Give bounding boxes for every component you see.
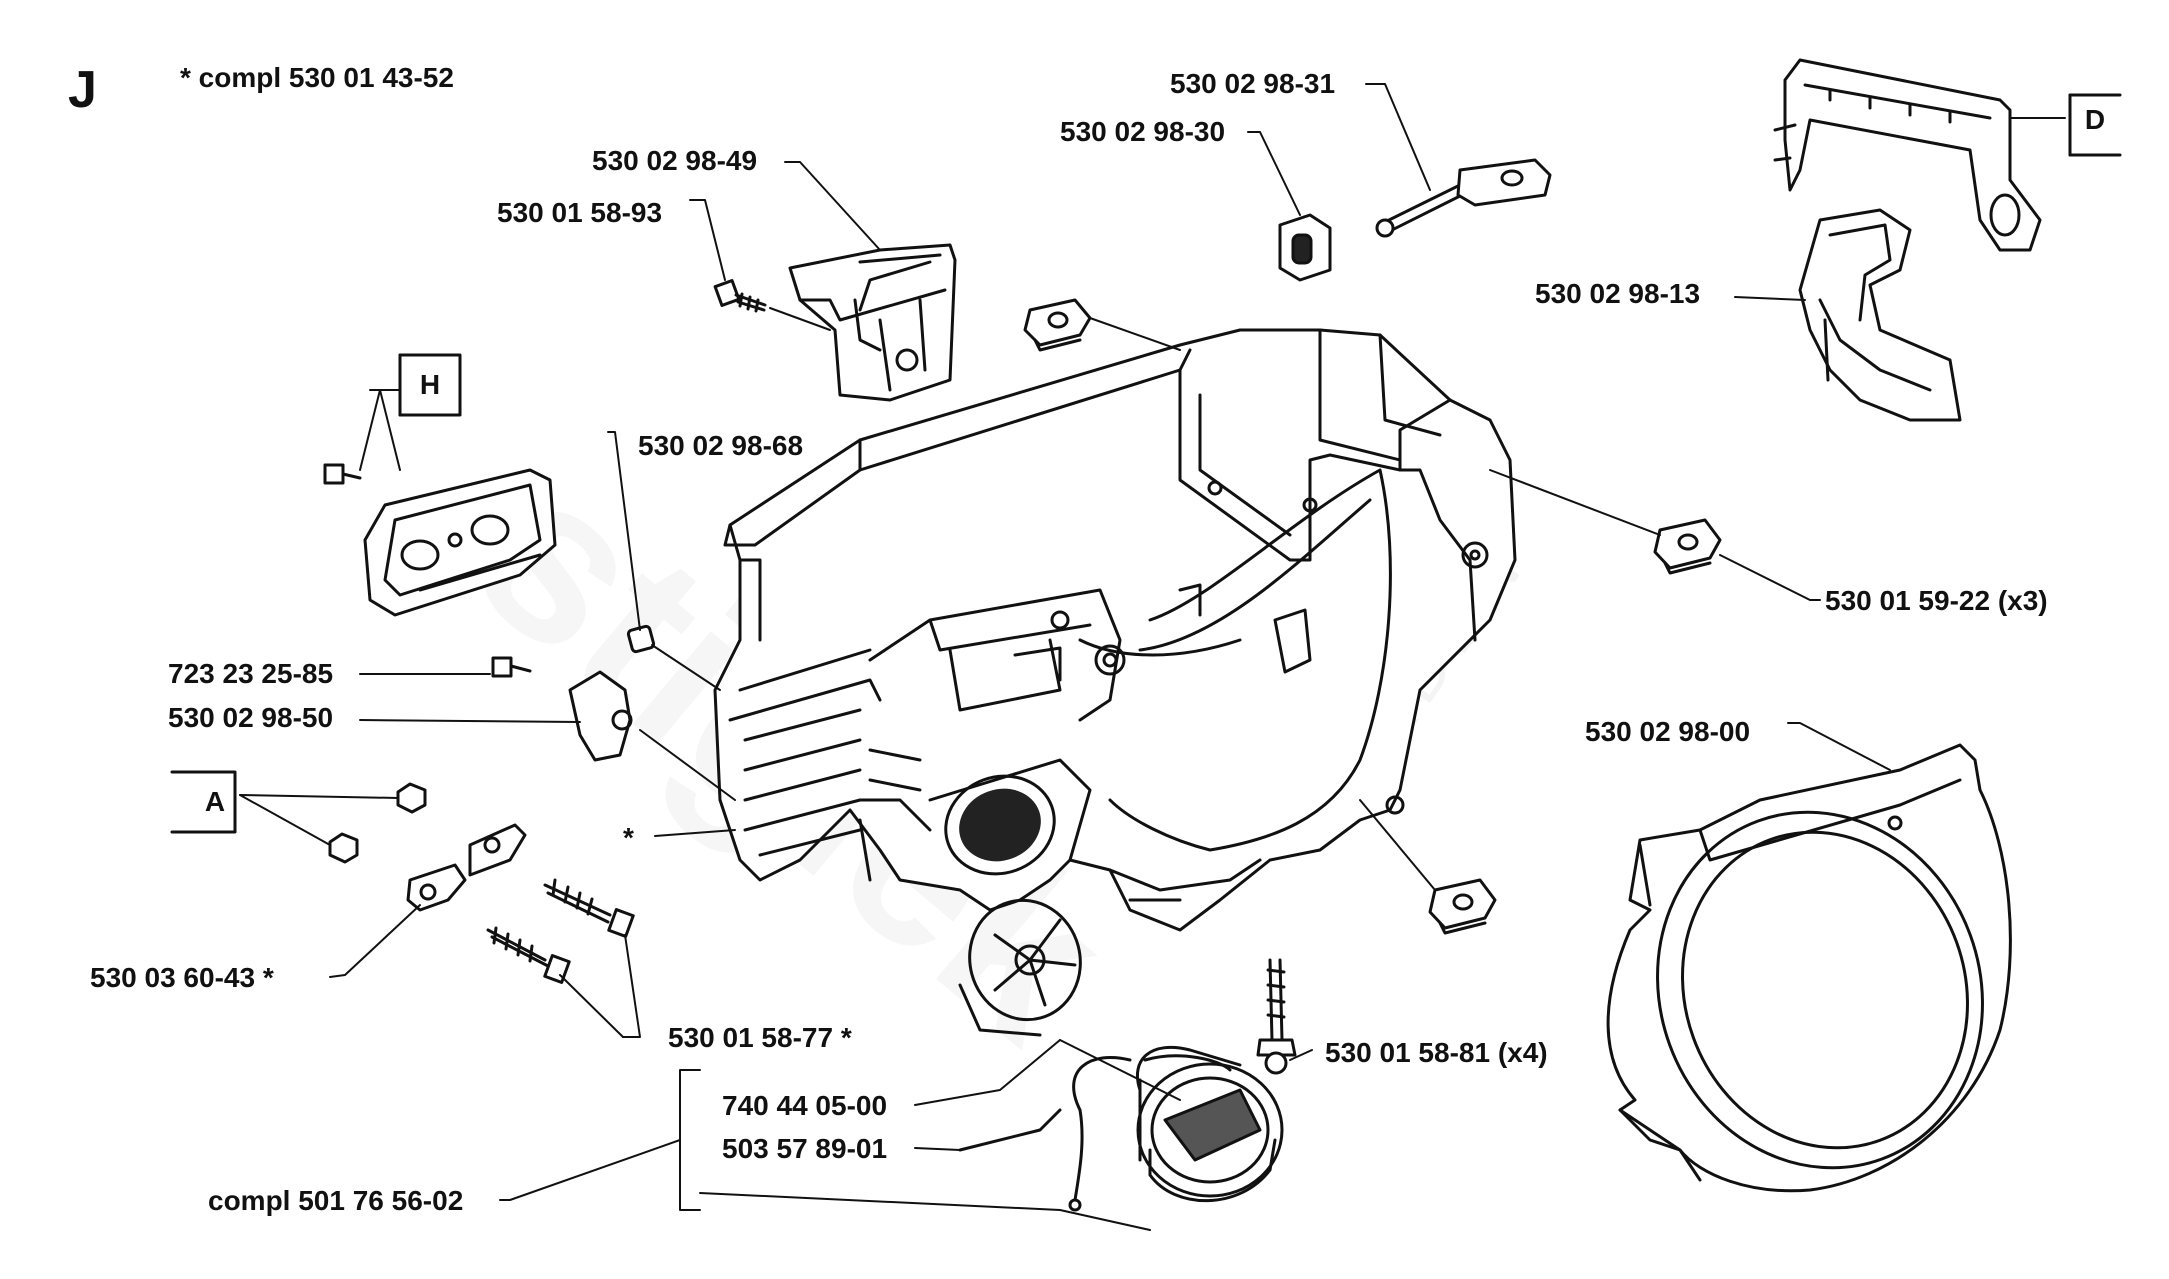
part-label-compl-501-76-56-02[interactable]: compl 501 76 56-02 bbox=[208, 1185, 464, 1216]
crankcase-part bbox=[713, 328, 1517, 1037]
nut-part bbox=[626, 624, 656, 654]
part-label-530-01-58-93[interactable]: 530 01 58-93 bbox=[497, 197, 663, 228]
part-label-530-03-60-43[interactable]: 530 03 60-43 * bbox=[90, 962, 274, 993]
part-label-530-02-98-00[interactable]: 530 02 98-00 bbox=[1585, 716, 1751, 747]
screw-part bbox=[713, 279, 767, 313]
part-label-530-01-58-77[interactable]: 530 01 58-77 * bbox=[668, 1022, 852, 1053]
part-label-530-02-98-31[interactable]: 530 02 98-31 bbox=[1170, 68, 1336, 99]
starter-cover-part bbox=[1606, 743, 2012, 1193]
ref-box-h[interactable]: H bbox=[419, 369, 441, 400]
leader-lines bbox=[239, 83, 2066, 1231]
part-label-740-44-05-00[interactable]: 740 44 05-00 bbox=[722, 1090, 888, 1121]
chain-adjuster-part bbox=[328, 782, 635, 984]
part-label-asterisk[interactable]: * bbox=[623, 822, 634, 853]
part-label-530-02-98-68[interactable]: 530 02 98-68 bbox=[638, 430, 804, 461]
part-label-530-02-98-30[interactable]: 530 02 98-30 bbox=[1060, 116, 1226, 147]
guide-plate-part bbox=[363, 468, 557, 617]
part-label-723-23-25-85[interactable]: 723 23 25-85 bbox=[168, 658, 334, 689]
deflector-part bbox=[1798, 208, 1962, 422]
guard-block-part bbox=[788, 243, 957, 402]
ref-box-a[interactable]: A bbox=[204, 786, 226, 817]
complete-assembly-note: * compl 530 01 43-52 bbox=[180, 62, 454, 93]
part-label-530-02-98-50[interactable]: 530 02 98-50 bbox=[168, 702, 334, 733]
clip-nut-part bbox=[1428, 878, 1497, 935]
clip-nut-part bbox=[1023, 298, 1092, 352]
bolt-part bbox=[323, 463, 362, 485]
part-label-530-01-59-22[interactable]: 530 01 59-22 (x3) bbox=[1825, 585, 2048, 616]
part-label-530-01-58-81[interactable]: 530 01 58-81 (x4) bbox=[1325, 1037, 1548, 1068]
part-label-530-02-98-49[interactable]: 530 02 98-49 bbox=[592, 145, 758, 176]
section-letter: J bbox=[68, 61, 97, 119]
part-label-530-02-98-13[interactable]: 530 02 98-13 bbox=[1535, 278, 1701, 309]
key-part bbox=[1375, 158, 1552, 238]
clip-nut-part bbox=[1653, 518, 1722, 575]
part-label-503-57-89-01[interactable]: 503 57 89-01 bbox=[722, 1133, 888, 1164]
ref-box-d[interactable]: D bbox=[2084, 104, 2106, 135]
bracket-part bbox=[1773, 58, 2042, 252]
long-bolt-part bbox=[1256, 958, 1297, 1075]
ref-box-frames bbox=[170, 93, 2122, 834]
rubber-block-part bbox=[1278, 213, 1332, 282]
spike-bumper-part bbox=[491, 656, 633, 762]
fuel-cap-part bbox=[958, 1045, 1284, 1212]
